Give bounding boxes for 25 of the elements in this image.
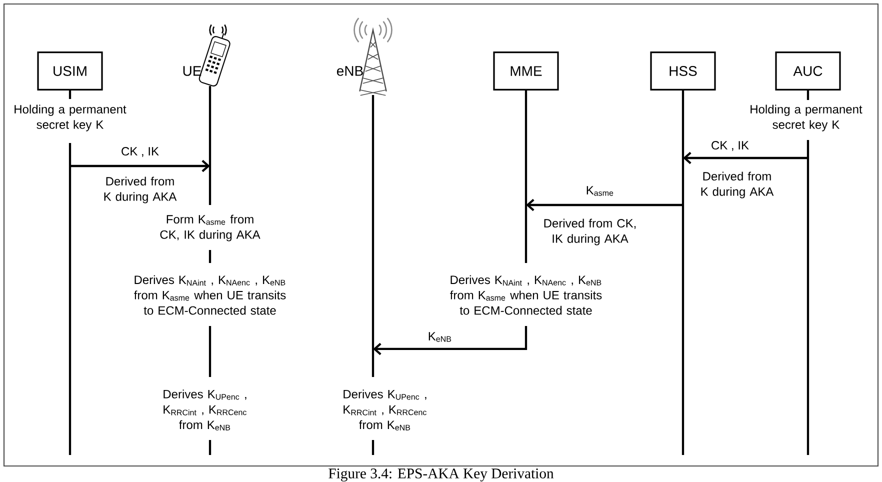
participant-box: AUC <box>775 52 841 90</box>
arrow <box>373 342 526 356</box>
note-text: Holding a permanent secret key K <box>750 104 862 132</box>
participant-box: HSS <box>650 52 716 90</box>
note-text: Derives K$_{UPenc}$ , K$_{RRCint}$ , K$_{RRCenc}$ from K$_{eNB}$ <box>344 390 426 430</box>
arrow <box>526 198 683 212</box>
note-text: Derived from K during AKA <box>701 172 774 198</box>
note-text: Holding a permanent secret key K <box>14 104 126 132</box>
note-text: Derived from K during AKA <box>104 176 177 204</box>
note-text: Form K$_{asme}$ from CK, IK during AKA <box>160 214 260 242</box>
note-text: Derived from CK, IK during AKA <box>544 218 636 246</box>
edge-label: K$_{eNB}$ <box>426 330 454 344</box>
note-text: Derives K$_{NAint}$ , K$_{NAenc}$ , K$_{eNB}$ from K$_{asme}$ when UE transits to ECM-Connected state <box>134 275 286 315</box>
participant-box: USIM <box>37 52 103 90</box>
participant-label: UE <box>183 66 202 76</box>
note-text: Derives K$_{NAint}$ , K$_{NAenc}$ , K$_{eNB}$ from K$_{asme}$ when UE transits to ECM-Connected state <box>450 275 602 315</box>
edge-label: CK , IK <box>120 146 160 158</box>
participant-label: eNB <box>336 66 363 76</box>
note-text: Derives K$_{UPenc}$ , K$_{RRCint}$ , K$_{RRCenc}$ from K$_{eNB}$ <box>164 390 246 430</box>
participant-box: MME <box>493 52 559 90</box>
edge-label: CK , IK <box>710 140 750 152</box>
edge-label: K$_{asme}$ <box>584 184 616 198</box>
arrow <box>683 152 808 164</box>
arrow <box>70 160 210 172</box>
caption: Figure 3.4: EPS-AKA Key Derivation <box>328 468 554 482</box>
